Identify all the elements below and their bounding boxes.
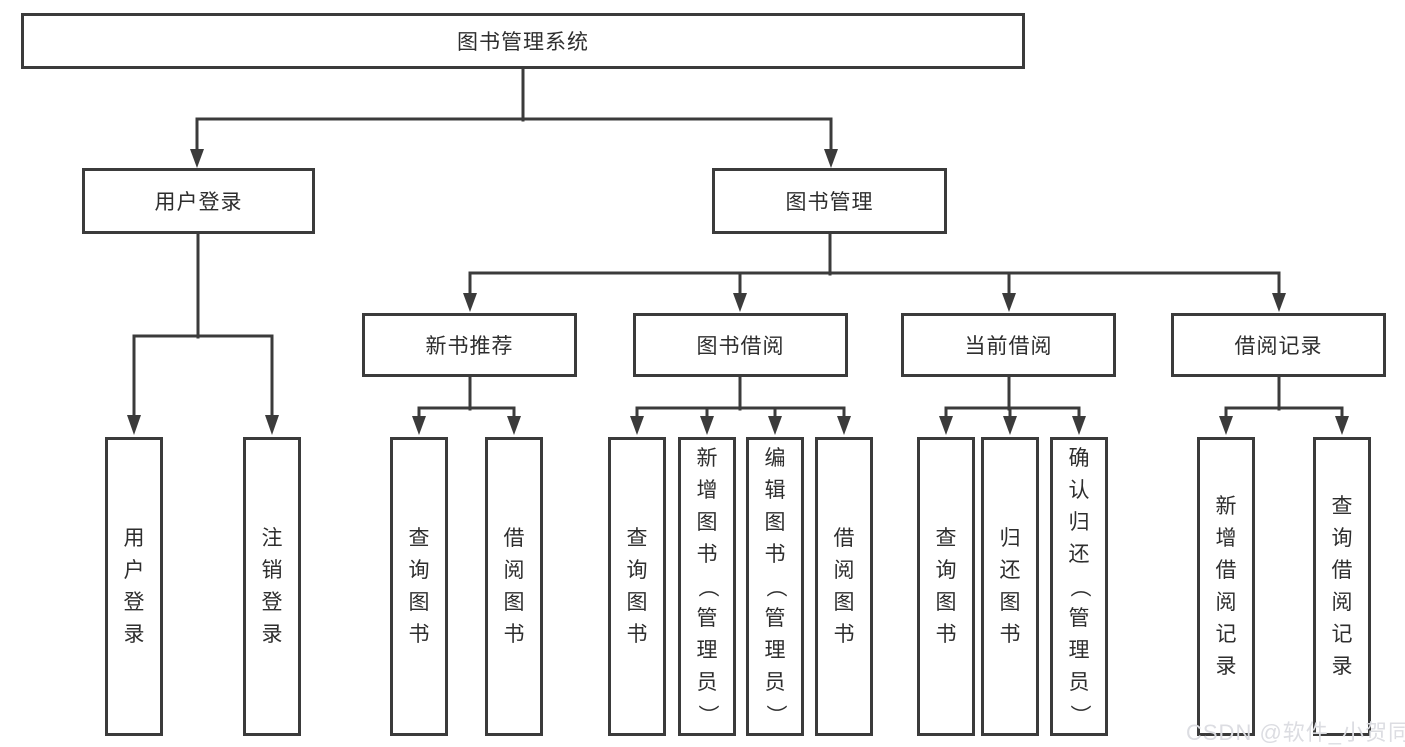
node-user-login: 用户登录 (82, 168, 315, 234)
leaf-current-return-books: 归还图书 (981, 437, 1039, 736)
arrow-down-icon (265, 415, 279, 435)
arrow-down-icon (630, 416, 644, 435)
arrow-down-icon (1003, 416, 1017, 435)
arrow-down-icon (1272, 293, 1286, 312)
leaf-records-add-record: 新增借阅记录 (1197, 437, 1255, 736)
arrow-down-icon (837, 416, 851, 435)
arrow-down-icon (939, 416, 953, 435)
connector-new-rec-group (412, 375, 521, 435)
arrow-down-icon (507, 416, 521, 435)
leaf-borrow-add-books-admin: 新增图书（管理员） (678, 437, 736, 736)
connector-book-borrow-group (630, 375, 851, 435)
arrow-down-icon (463, 293, 477, 312)
node-borrow-records: 借阅记录 (1171, 313, 1386, 377)
arrow-down-icon (733, 293, 747, 312)
leaf-borrow-query-books: 查询图书 (608, 437, 666, 736)
arrow-down-icon (824, 149, 838, 168)
connector-root-to-level1 (190, 67, 838, 168)
arrow-down-icon (1335, 416, 1349, 435)
arrow-down-icon (127, 415, 141, 435)
leaf-current-query-books: 查询图书 (917, 437, 975, 736)
arrow-down-icon (700, 416, 714, 435)
leaf-newrec-query-books: 查询图书 (390, 437, 448, 736)
leaf-records-query-record: 查询借阅记录 (1313, 437, 1371, 736)
watermark-text: CSDN @软件_小贺同学 (1186, 720, 1405, 745)
connector-current-borrow-group (939, 375, 1086, 435)
arrow-down-icon (768, 416, 782, 435)
node-book-borrow: 图书借阅 (633, 313, 848, 377)
arrow-down-icon (1219, 416, 1233, 435)
connector-user-login-branch (127, 232, 279, 435)
leaf-logout: 注销登录 (243, 437, 301, 736)
node-current-borrow: 当前借阅 (901, 313, 1116, 377)
leaf-newrec-borrow-books: 借阅图书 (485, 437, 543, 736)
arrow-down-icon (1072, 416, 1086, 435)
node-book-mgmt: 图书管理 (712, 168, 947, 234)
leaf-borrow-borrow-books: 借阅图书 (815, 437, 873, 736)
connector-borrow-records-group (1219, 375, 1349, 435)
node-root-system: 图书管理系统 (21, 13, 1025, 69)
leaf-user-login: 用户登录 (105, 437, 163, 736)
node-new-book-rec: 新书推荐 (362, 313, 577, 377)
arrow-down-icon (412, 416, 426, 435)
leaf-borrow-edit-books-admin: 编辑图书（管理员） (746, 437, 804, 736)
leaf-current-confirm-return-admin: 确认归还（管理员） (1050, 437, 1108, 736)
arrow-down-icon (1002, 293, 1016, 312)
connector-book-mgmt-branch (463, 232, 1286, 312)
arrow-down-icon (190, 149, 204, 168)
